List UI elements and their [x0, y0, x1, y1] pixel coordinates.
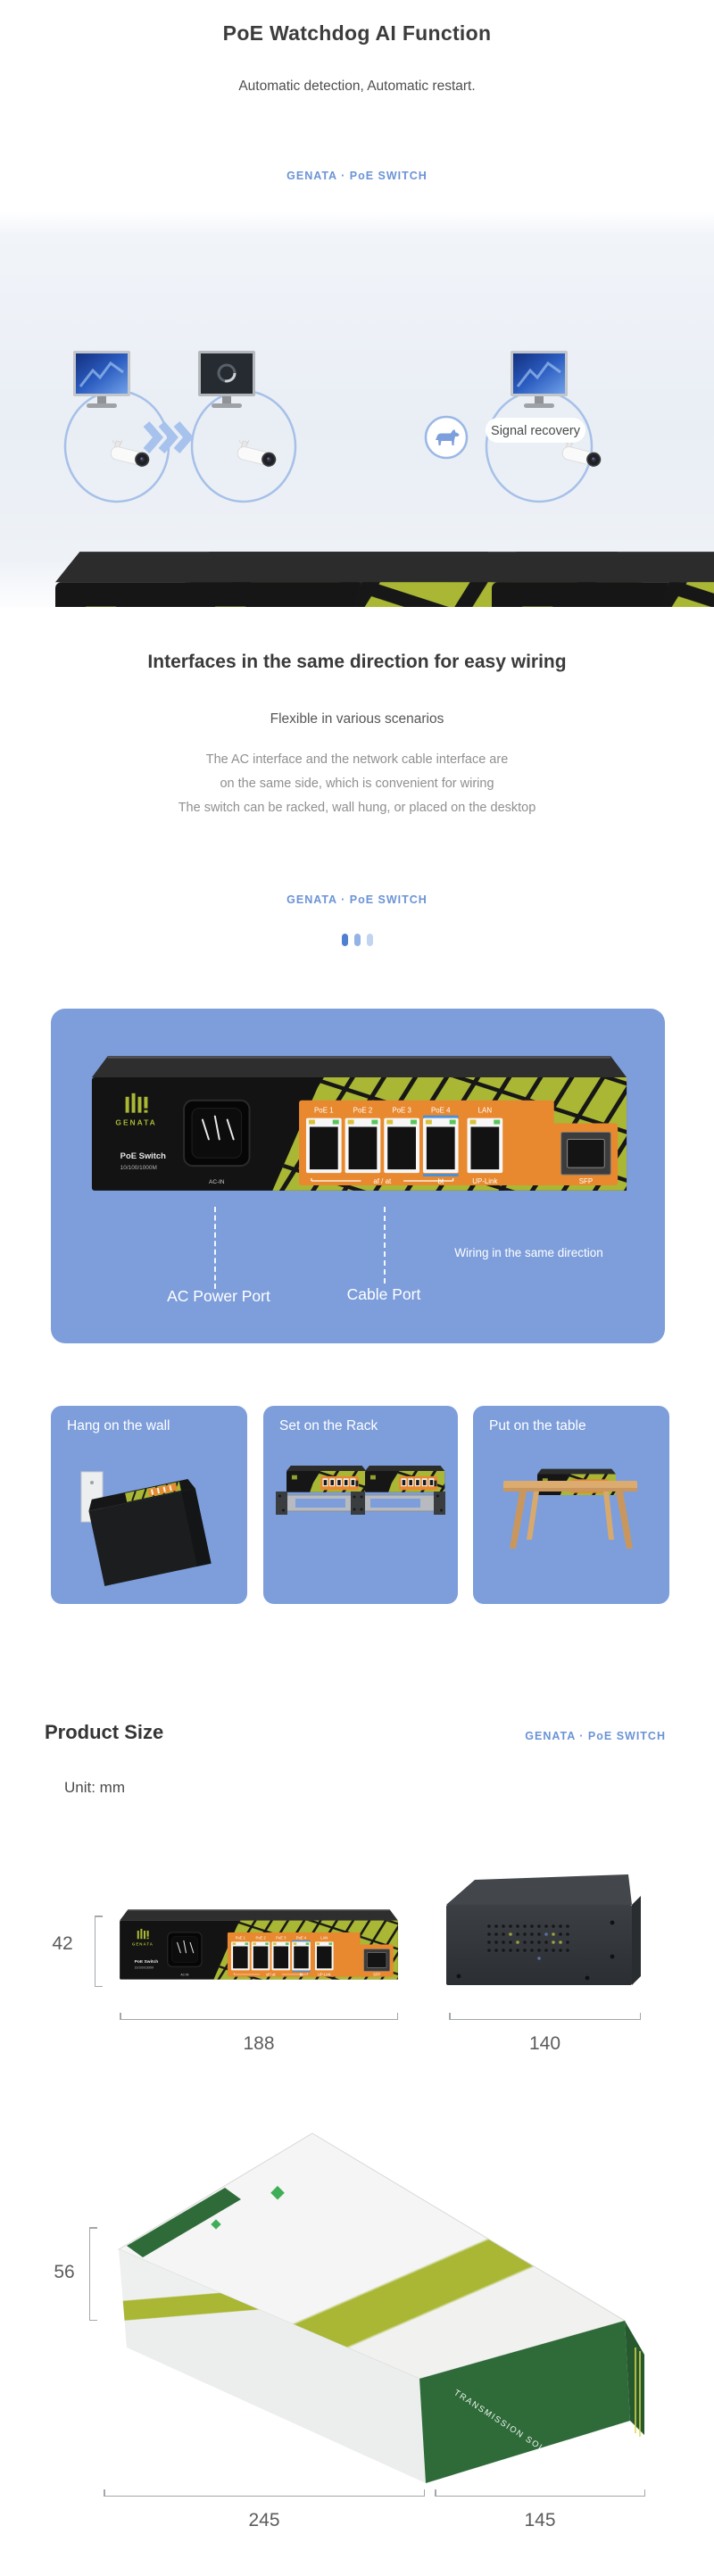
package-box-illustration: TRANSMISSION SOLUTION FOR SECURITY: [117, 2132, 645, 2508]
package-depth-dim-line: [435, 2489, 645, 2497]
brand-marker: GENATA · PoE SWITCH: [0, 170, 714, 182]
brand-separator: ·: [579, 1730, 585, 1742]
brand-name: GENATA: [525, 1730, 576, 1742]
brand-product: PoE SWITCH: [349, 170, 428, 182]
description-line: on the same side, which is convenient fo…: [220, 777, 494, 791]
package-height-bracket: [89, 2227, 97, 2321]
package-width-dim-line: [104, 2489, 425, 2497]
brand-name: GENATA: [286, 893, 337, 906]
wiring-section-subtitle: Flexible in various scenarios: [270, 711, 444, 727]
cable-port-callout: Cable Port: [346, 1285, 421, 1303]
brand-separator: ·: [341, 893, 346, 906]
wiring-direction-panel: Wiring in the same direction AC Power Po…: [51, 1009, 665, 1343]
chevrons-right-icon: [143, 421, 194, 453]
cable-port-dashed-line: [384, 1207, 386, 1284]
side-view-device: [446, 1874, 641, 1985]
mount-card-label: Put on the table: [489, 1418, 586, 1433]
camera-icon: [235, 440, 280, 469]
wiring-direction-callout: Wiring in the same direction: [454, 1246, 603, 1259]
description-line: The AC interface and the network cable i…: [205, 752, 509, 767]
switch-front-panel: [85, 1051, 634, 1201]
ac-power-port-callout: AC Power Port: [167, 1287, 270, 1305]
wiring-section-title: Interfaces in the same direction for eas…: [147, 652, 567, 672]
brand-marker: GENATA · PoE SWITCH: [525, 1730, 666, 1742]
mount-card-label: Set on the Rack: [279, 1418, 378, 1433]
dim-front-width: 188: [243, 2033, 275, 2054]
brand-product: PoE SWITCH: [349, 893, 428, 906]
brand-product: PoE SWITCH: [587, 1730, 666, 1742]
unit-label: Unit: mm: [64, 1779, 125, 1796]
vent-holes: [487, 1924, 569, 1960]
dim-package-width: 245: [248, 2510, 280, 2530]
width-dim-line: [120, 2013, 398, 2020]
desktop-illustration: [503, 1449, 637, 1549]
package-logo-icon: [211, 2219, 221, 2230]
brand-marker: GENATA · PoE SWITCH: [0, 893, 714, 906]
description-line: The switch can be racked, wall hung, or …: [178, 801, 536, 815]
signal-recovery-callout: Signal recovery: [486, 418, 585, 443]
watchdog-illustration-band: Signal recovery: [0, 212, 714, 607]
monitor-offline-icon: [198, 351, 255, 408]
mount-card-table: Put on the table: [473, 1406, 669, 1604]
mount-card-label: Hang on the wall: [67, 1418, 170, 1433]
mount-card-wall: Hang on the wall: [51, 1406, 247, 1604]
watchdog-illustration: Signal recovery: [0, 351, 714, 607]
wiring-section-description: The AC interface and the network cable i…: [0, 748, 714, 820]
monitor-recovered-icon: [511, 351, 568, 408]
dim-side-depth: 140: [528, 2033, 561, 2054]
product-size-title: Product Size: [45, 1721, 164, 1743]
package-logo-icon: [270, 2185, 285, 2200]
dim-package-depth: 145: [524, 2510, 556, 2530]
page-title: PoE Watchdog AI Function: [222, 21, 492, 45]
network-loop-icon: [63, 389, 594, 503]
dim-package-height: 56: [54, 2262, 75, 2282]
dim-front-height: 42: [52, 1933, 73, 1954]
switch-icon: [492, 552, 714, 607]
wall-mount-illustration: [80, 1471, 212, 1586]
rack-mount-illustration: [276, 1452, 445, 1515]
camera-icon: [108, 440, 154, 469]
signal-recovery-label: Signal recovery: [491, 424, 581, 438]
height-bracket: [95, 1915, 103, 1987]
depth-dim-line: [449, 2013, 641, 2020]
loading-spinner-icon: [217, 363, 237, 383]
ac-port-dashed-line: [214, 1207, 216, 1289]
brand-separator: ·: [341, 170, 346, 182]
front-view-device: [116, 1907, 402, 1985]
page-subtitle: Automatic detection, Automatic restart.: [238, 79, 476, 94]
brand-name: GENATA: [286, 170, 337, 182]
screws: [456, 1920, 615, 1981]
dots-loader-icon: [0, 934, 714, 946]
watchdog-dog-icon: [424, 415, 469, 460]
monitor-online-icon: [73, 351, 130, 408]
mount-card-rack: Set on the Rack: [263, 1406, 458, 1604]
